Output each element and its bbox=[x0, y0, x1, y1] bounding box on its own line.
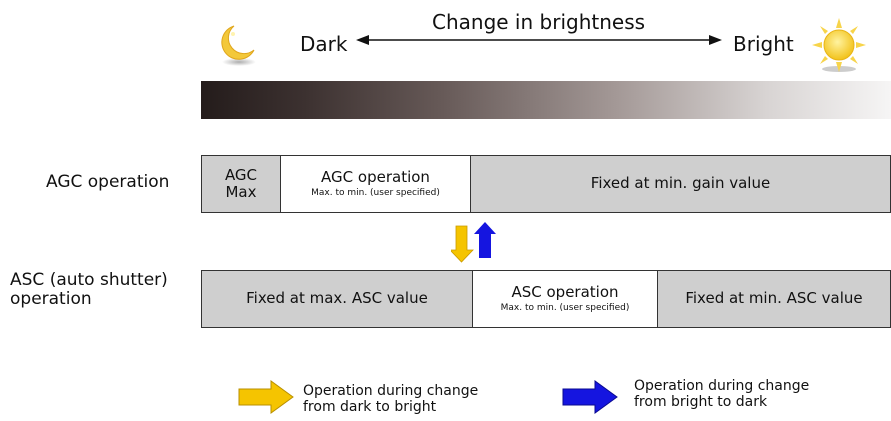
agc-operation-segment: AGC operation Max. to min. (user specifi… bbox=[280, 155, 471, 213]
asc-operation-title: ASC operation bbox=[511, 283, 619, 302]
asc-fixed-min-segment: Fixed at min. ASC value bbox=[657, 270, 891, 328]
asc-row-label-line2: operation bbox=[10, 289, 92, 309]
asc-operation-note: Max. to min. (user specified) bbox=[500, 303, 630, 314]
yellow-arrow-legend-icon bbox=[238, 380, 294, 414]
legend-dark-to-bright-line1: Operation during change bbox=[303, 383, 479, 399]
asc-row-label-line1: ASC (auto shutter) bbox=[10, 270, 168, 290]
asc-operation-segment: ASC operation Max. to min. (user specifi… bbox=[472, 270, 658, 328]
agc-operation-note: Max. to min. (user specified) bbox=[311, 188, 440, 199]
legend-bright-to-dark-line2: from bright to dark bbox=[634, 394, 768, 411]
agc-fixed-min-segment: Fixed at min. gain value bbox=[470, 155, 891, 213]
moon-icon bbox=[221, 25, 256, 66]
bright-label: Bright bbox=[733, 32, 794, 56]
yellow-down-arrow-icon bbox=[451, 225, 474, 263]
blue-arrow-legend-icon bbox=[562, 380, 618, 414]
sun-icon bbox=[812, 18, 866, 72]
brightness-gradient-bar bbox=[201, 81, 891, 119]
asc-fixed-max-segment: Fixed at max. ASC value bbox=[201, 270, 473, 328]
agc-max-segment: AGC Max bbox=[201, 155, 281, 213]
blue-up-arrow-icon bbox=[474, 222, 496, 258]
legend-bright-to-dark-line1: Operation during change bbox=[634, 378, 810, 394]
agc-operation-title: AGC operation bbox=[321, 168, 430, 187]
agc-row-label: AGC operation bbox=[46, 172, 170, 192]
agc-max-line1: AGC bbox=[224, 165, 258, 184]
brightness-direction-arrow bbox=[356, 35, 722, 45]
dark-label: Dark bbox=[300, 32, 348, 56]
transition-arrows bbox=[451, 222, 496, 263]
diagram-title: Change in brightness bbox=[432, 10, 646, 34]
asc-fixed-min-text: Fixed at min. ASC value bbox=[685, 289, 863, 308]
legend-dark-to-bright: Operation during change from dark to bri… bbox=[303, 383, 478, 415]
asc-fixed-max-text: Fixed at max. ASC value bbox=[246, 289, 428, 308]
agc-max-line2: Max bbox=[225, 183, 257, 201]
legend-dark-to-bright-line2: from dark to bright bbox=[303, 399, 437, 416]
agc-fixed-min-text: Fixed at min. gain value bbox=[590, 174, 771, 193]
legend-bright-to-dark: Operation during change from bright to d… bbox=[634, 378, 809, 410]
